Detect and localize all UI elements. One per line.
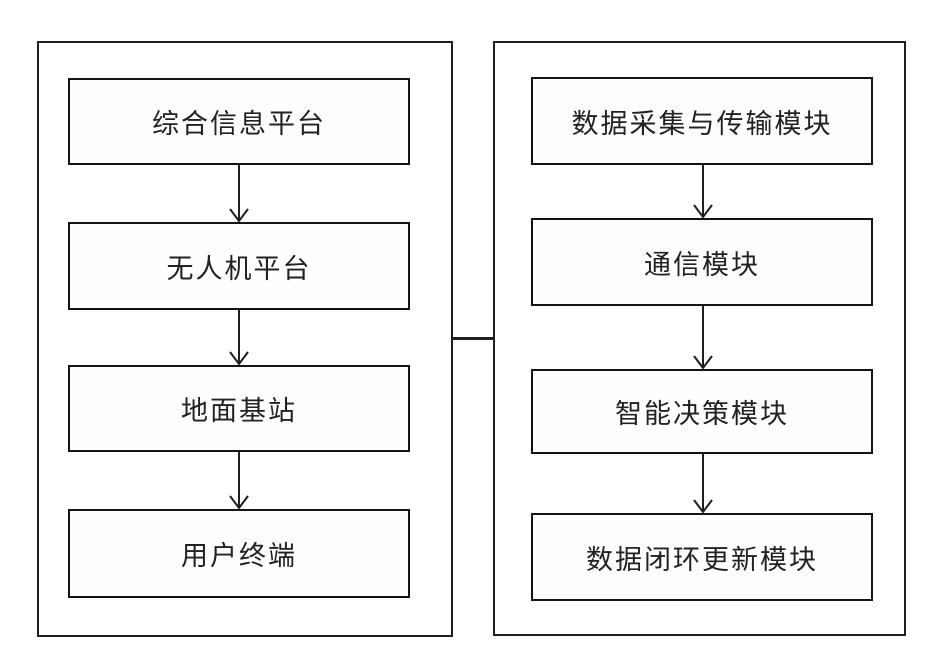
node-data-collection-transmission-module: 数据采集与传输模块: [531, 77, 873, 165]
node-user-terminal: 用户终端: [68, 509, 410, 598]
arrow-down-icon: [690, 165, 716, 218]
node-label: 数据闭环更新模块: [586, 544, 818, 575]
node-data-closed-loop-update-module: 数据闭环更新模块: [531, 513, 873, 601]
node-label: 通信模块: [644, 249, 760, 280]
arrow-down-icon: [226, 165, 252, 222]
node-ground-base-station: 地面基站: [68, 365, 410, 452]
node-integrated-information-platform: 综合信息平台: [68, 78, 410, 165]
node-communication-module: 通信模块: [531, 218, 873, 306]
node-label: 综合信息平台: [152, 109, 326, 139]
node-intelligent-decision-module: 智能决策模块: [531, 369, 873, 454]
node-label: 地面基站: [181, 396, 297, 426]
node-uav-platform: 无人机平台: [68, 222, 410, 310]
arrow-down-icon: [690, 306, 716, 369]
arrow-down-icon: [690, 454, 716, 513]
node-label: 智能决策模块: [615, 399, 789, 429]
arrow-down-icon: [226, 310, 252, 365]
panel-connector-line: [451, 337, 495, 340]
node-label: 无人机平台: [166, 253, 312, 284]
node-label: 用户终端: [181, 541, 297, 571]
arrow-down-icon: [226, 452, 252, 509]
node-label: 数据采集与传输模块: [571, 108, 833, 139]
